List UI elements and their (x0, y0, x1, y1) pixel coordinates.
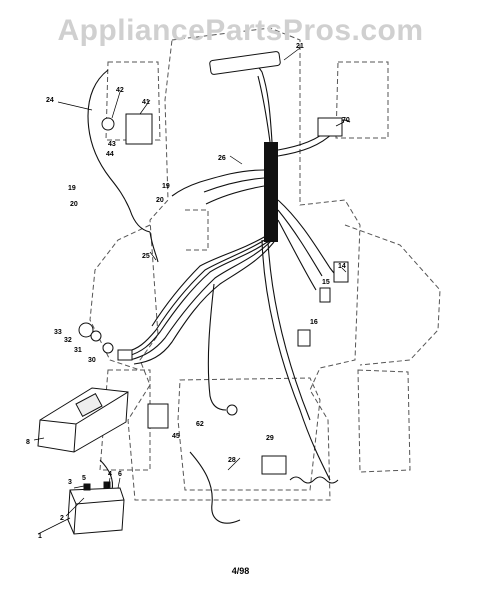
wire-28 (189, 451, 241, 524)
callout-44: 44 (106, 151, 114, 158)
callout-25: 25 (142, 253, 150, 260)
switch-70 (317, 117, 343, 137)
solenoid-42 (101, 117, 115, 131)
callout-16: 16 (310, 319, 318, 326)
callout-20-right: 20 (156, 197, 164, 204)
callout-labels: 1 2 3 4 5 6 8 14 15 16 19 19 20 20 21 24… (26, 43, 350, 540)
connector-21 (209, 51, 281, 75)
headlight-33 (78, 322, 94, 338)
connector-31 (102, 342, 114, 354)
front-wheel-right (335, 61, 389, 139)
date-code: 4/98 (231, 566, 250, 576)
wire-24 (87, 69, 151, 233)
callout-6: 6 (118, 471, 122, 478)
callout-5: 5 (82, 475, 86, 482)
harness-bundle-lower (127, 239, 271, 357)
callout-29: 29 (266, 435, 274, 442)
ignition-switch-41 (125, 113, 153, 145)
wire-to-62 (207, 283, 227, 411)
callout-28: 28 (228, 457, 236, 464)
callout-15: 15 (322, 279, 330, 286)
switch-16 (297, 329, 311, 347)
hood-arc-right (344, 224, 441, 366)
watermark: AppliancePartsPros.com (57, 14, 424, 47)
connector-14 (333, 261, 349, 283)
chassis-outline (89, 27, 441, 501)
relay-15 (319, 287, 331, 303)
callout-2: 2 (60, 515, 64, 522)
callout-4: 4 (108, 471, 112, 478)
battery-1 (67, 481, 125, 535)
seat-switch-29 (261, 455, 287, 475)
callout-1: 1 (38, 533, 42, 540)
rear-wheel-right (357, 369, 411, 473)
leader-lines (33, 47, 347, 535)
frame-outline (127, 27, 361, 501)
hood-arc-left (89, 224, 151, 371)
battery-tray-8 (37, 387, 129, 453)
harness-trunk (264, 142, 278, 242)
wire-to-26 (171, 169, 265, 197)
components (37, 51, 349, 535)
wiring-harness (87, 58, 351, 524)
battery-cable (99, 459, 114, 491)
seat-outline (177, 377, 321, 491)
terminal-62 (226, 404, 238, 416)
callout-3: 3 (68, 479, 72, 486)
callout-14: 14 (338, 263, 346, 270)
connector-30 (117, 349, 133, 361)
callout-21: 21 (296, 43, 304, 50)
callout-24: 24 (46, 97, 54, 104)
callout-70: 70 (342, 117, 350, 124)
callout-19-right: 19 (162, 183, 170, 190)
rear-wheel-left (99, 369, 151, 471)
wire-to-29 (261, 239, 331, 481)
wire-25 (149, 231, 159, 263)
headlight-32 (90, 330, 102, 342)
coiled-wire-29 (289, 476, 339, 484)
callout-42: 42 (116, 87, 124, 94)
callout-62: 62 (196, 421, 204, 428)
callout-26: 26 (218, 155, 226, 162)
callout-30: 30 (88, 357, 96, 364)
callout-45: 45 (172, 433, 180, 440)
callout-20-left: 20 (70, 201, 78, 208)
dash-bracket (185, 209, 209, 251)
module-45 (147, 403, 169, 429)
callout-8: 8 (26, 439, 30, 446)
front-wheel-left (105, 61, 161, 141)
callout-41: 41 (142, 99, 150, 106)
callout-33: 33 (54, 329, 62, 336)
callout-19-left: 19 (68, 185, 76, 192)
callout-32: 32 (64, 337, 72, 344)
callout-31: 31 (74, 347, 82, 354)
callout-43: 43 (108, 141, 116, 148)
